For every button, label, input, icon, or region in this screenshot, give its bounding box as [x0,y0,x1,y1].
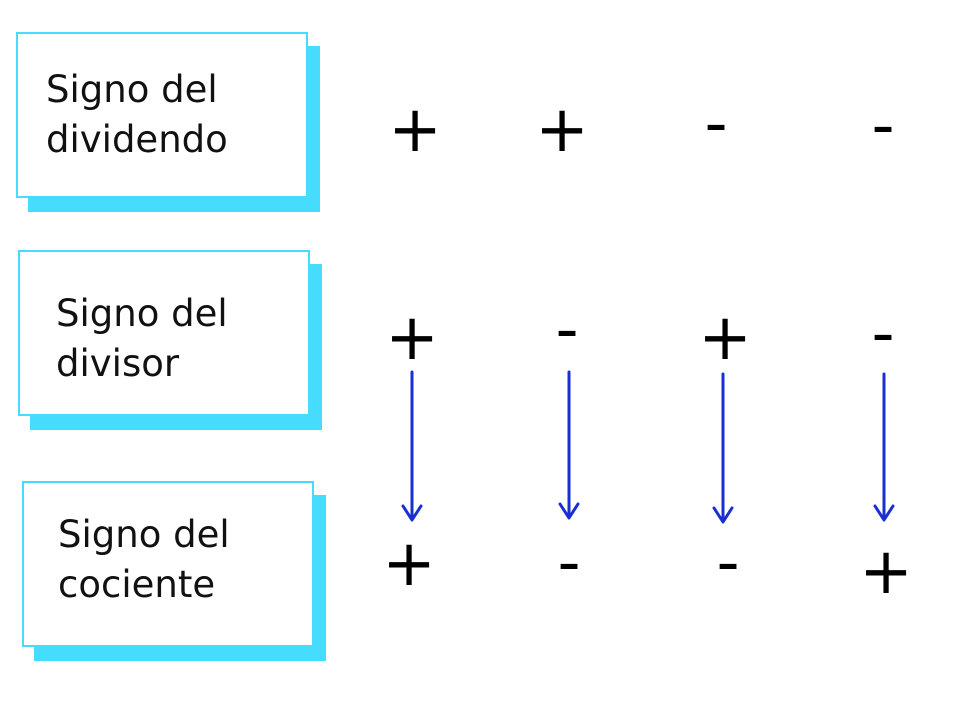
label-line-2: cociente [58,563,216,606]
label-line-1: Signo del [56,292,228,335]
sign-cociente-2: - [557,526,581,600]
row-label-divisor: Signo del divisor [18,250,322,430]
sign-dividendo-2: + [535,93,589,167]
down-arrow-icon [873,372,895,522]
label-line-2: divisor [56,342,180,385]
sign-cociente-3: - [716,526,740,600]
sign-divisor-1: + [385,301,439,375]
box-face [22,481,314,647]
label-line-1: Signo del [46,68,218,111]
label-line-2: dividendo [46,118,228,161]
sign-dividendo-4: - [871,89,895,163]
sign-divisor-3: + [698,301,752,375]
label-line-1: Signo del [58,513,230,556]
down-arrow-icon [401,370,423,522]
row-label-cociente: Signo del cociente [22,481,326,661]
sign-dividendo-1: + [388,93,442,167]
down-arrow-icon [712,372,734,524]
down-arrow-icon [558,370,580,520]
sign-cociente-1: + [382,527,436,601]
sign-divisor-2: - [555,293,579,367]
sign-cociente-4: + [859,535,913,609]
sign-divisor-4: - [871,297,895,371]
box-face [16,32,308,198]
box-face [18,250,310,416]
sign-dividendo-3: - [704,87,728,161]
row-label-dividendo: Signo del dividendo [16,32,320,212]
